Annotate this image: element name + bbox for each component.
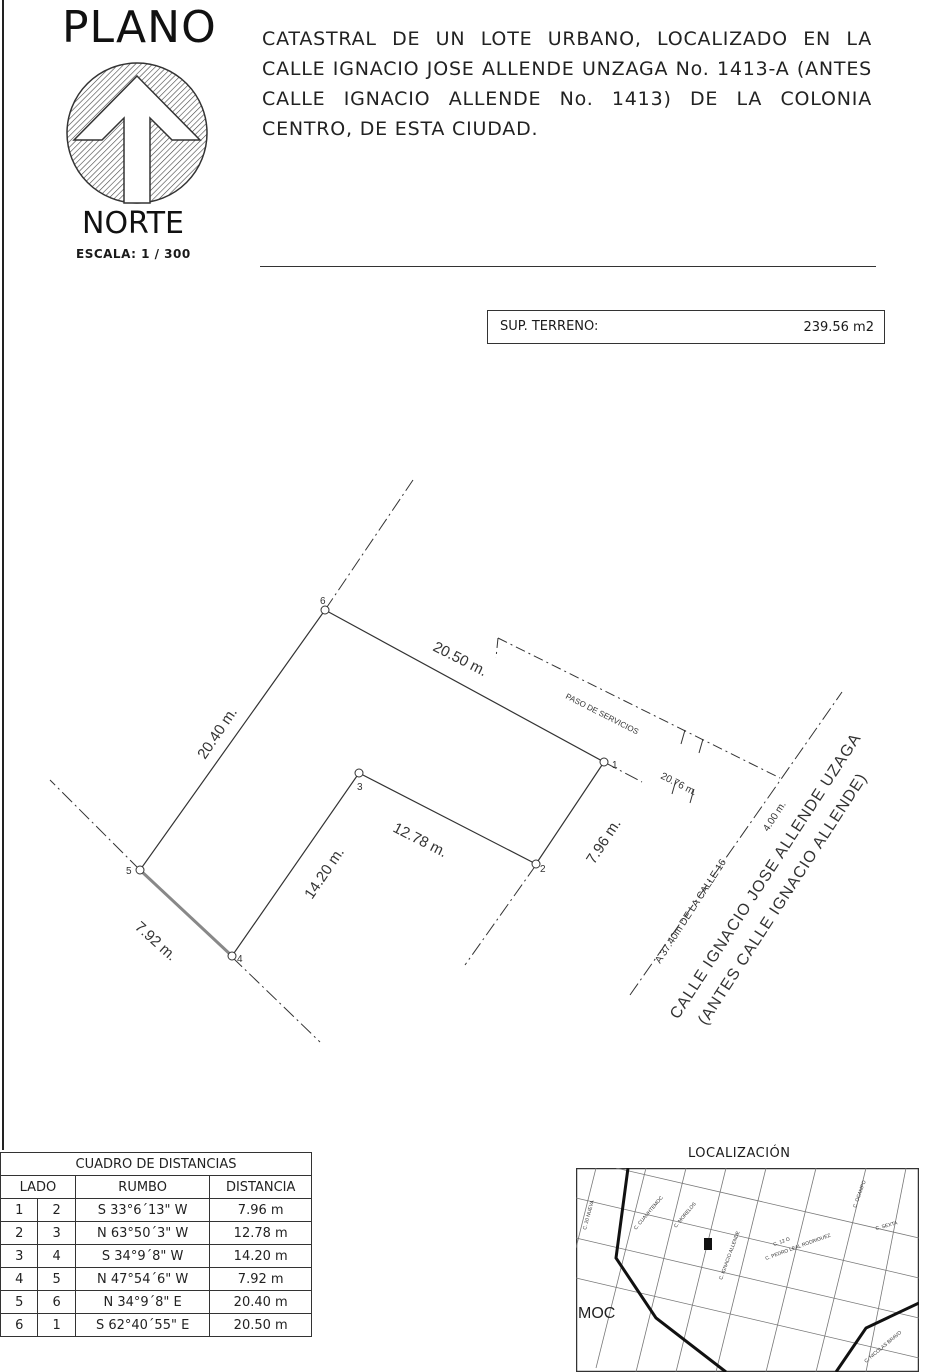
dimension-label: 20.40 m.	[194, 704, 241, 762]
lot-plan-drawing: 1 2 3 4 5 6 20.50 m. 20.40 m. 7.96 m. 12…	[49, 479, 871, 1043]
table-cell: 5	[37, 1267, 76, 1291]
table-cell: 7.92 m	[209, 1267, 312, 1291]
page-left-border	[2, 0, 4, 1150]
location-map: MOC C. 20 NUEVA C. CUAUHTEMOC C. MORELOS…	[576, 1168, 919, 1372]
north-label: NORTE	[82, 206, 184, 241]
table-row: 4 5 N 47°54´6" W 7.92 m	[0, 1267, 312, 1291]
table-cell: 4	[0, 1267, 39, 1291]
table-cell: 1	[0, 1198, 39, 1222]
table-cell: S 33°6´13" W	[74, 1198, 211, 1222]
map-street-label: C. 12 O	[773, 1236, 791, 1248]
map-main-road	[834, 1301, 919, 1372]
table-cell: S 34°9´8" W	[74, 1244, 211, 1268]
vertex-label: 6	[320, 596, 326, 607]
lot-front-edge	[138, 868, 234, 958]
table-row: 1 2 S 33°6´13" W 7.96 m	[0, 1198, 312, 1222]
area-label: SUP. TERRENO:	[500, 319, 599, 334]
dimension-label: 14.20 m.	[301, 844, 348, 902]
table-row: 6 1 S 62°40´55" E 20.50 m	[0, 1313, 312, 1337]
map-main-road	[614, 1168, 727, 1372]
table-cell: S 62°40´55" E	[74, 1313, 211, 1337]
table-cell: 14.20 m	[209, 1244, 312, 1268]
location-title: LOCALIZACIÓN	[688, 1146, 791, 1161]
column-header-lado: LADO	[0, 1175, 76, 1199]
table-cell: 12.78 m	[209, 1221, 312, 1245]
table-cell: 2	[0, 1221, 39, 1245]
table-cell: 6	[37, 1290, 76, 1314]
distance-table-title: CUADRO DE DISTANCIAS	[0, 1152, 312, 1176]
vertex-label: 1	[612, 760, 618, 771]
table-row: 3 4 S 34°9´8" W 14.20 m	[0, 1244, 312, 1268]
table-cell: N 34°9´8" E	[74, 1290, 211, 1314]
area-box: SUP. TERRENO: 239.56 m2	[487, 310, 885, 344]
dimension-label: 20.50 m.	[430, 638, 490, 680]
dimension-label: 4.00 m.	[761, 800, 788, 834]
map-street-label: C. SEXTA	[875, 1220, 899, 1232]
area-value: 239.56 m2	[803, 320, 874, 335]
vertex-label: 5	[126, 866, 132, 877]
service-path-outline	[495, 637, 781, 779]
street-name-label: CALLE IGNACIO JOSE ALLENDE UZAGA	[667, 730, 865, 1022]
table-cell: 6	[0, 1313, 39, 1337]
description-text: CATASTRAL DE UN LOTE URBANO, LOCALIZADO …	[262, 28, 872, 140]
service-path-label: PASO DE SERVICIOS	[564, 692, 640, 737]
map-label: MOC	[578, 1305, 615, 1322]
table-cell: 3	[37, 1221, 76, 1245]
map-lot-marker	[704, 1238, 712, 1250]
dimension-label: 7.92 m.	[131, 918, 180, 964]
column-header-rumbo: RUMBO	[74, 1175, 211, 1199]
table-cell: 7.96 m	[209, 1198, 312, 1222]
vertex-label: 4	[237, 954, 243, 965]
vertex-markers	[135, 605, 609, 961]
vertex-label: 2	[540, 864, 546, 875]
vertex-label: 3	[357, 782, 363, 793]
scale-label: ESCALA: 1 / 300	[76, 247, 191, 261]
boundary-extension-lines	[49, 479, 843, 1043]
dimension-label: 20.76 m.	[659, 771, 699, 798]
table-row: 5 6 N 34°9´8" E 20.40 m	[0, 1290, 312, 1314]
table-cell: N 63°50´3" W	[74, 1221, 211, 1245]
table-cell: 20.50 m	[209, 1313, 312, 1337]
table-cell: N 47°54´6" W	[74, 1267, 211, 1291]
table-cell: 20.40 m	[209, 1290, 312, 1314]
table-cell: 2	[37, 1198, 76, 1222]
service-path-break	[671, 729, 704, 804]
column-header-distancia: DISTANCIA	[209, 1175, 312, 1199]
table-cell: 4	[37, 1244, 76, 1268]
table-row: 2 3 N 63°50´3" W 12.78 m	[0, 1221, 312, 1245]
dimension-label: 7.96 m.	[583, 816, 625, 867]
table-cell: 1	[37, 1313, 76, 1337]
plan-title: PLANO	[62, 2, 217, 53]
table-cell: 3	[0, 1244, 39, 1268]
lot-polygon	[139, 609, 605, 957]
distance-table: CUADRO DE DISTANCIAS LADO RUMBO DISTANCI…	[0, 1152, 312, 1337]
description-underline	[260, 266, 876, 267]
table-cell: 5	[0, 1290, 39, 1314]
dimension-label: 12.78 m.	[390, 819, 450, 861]
north-arrow-icon	[66, 62, 208, 204]
